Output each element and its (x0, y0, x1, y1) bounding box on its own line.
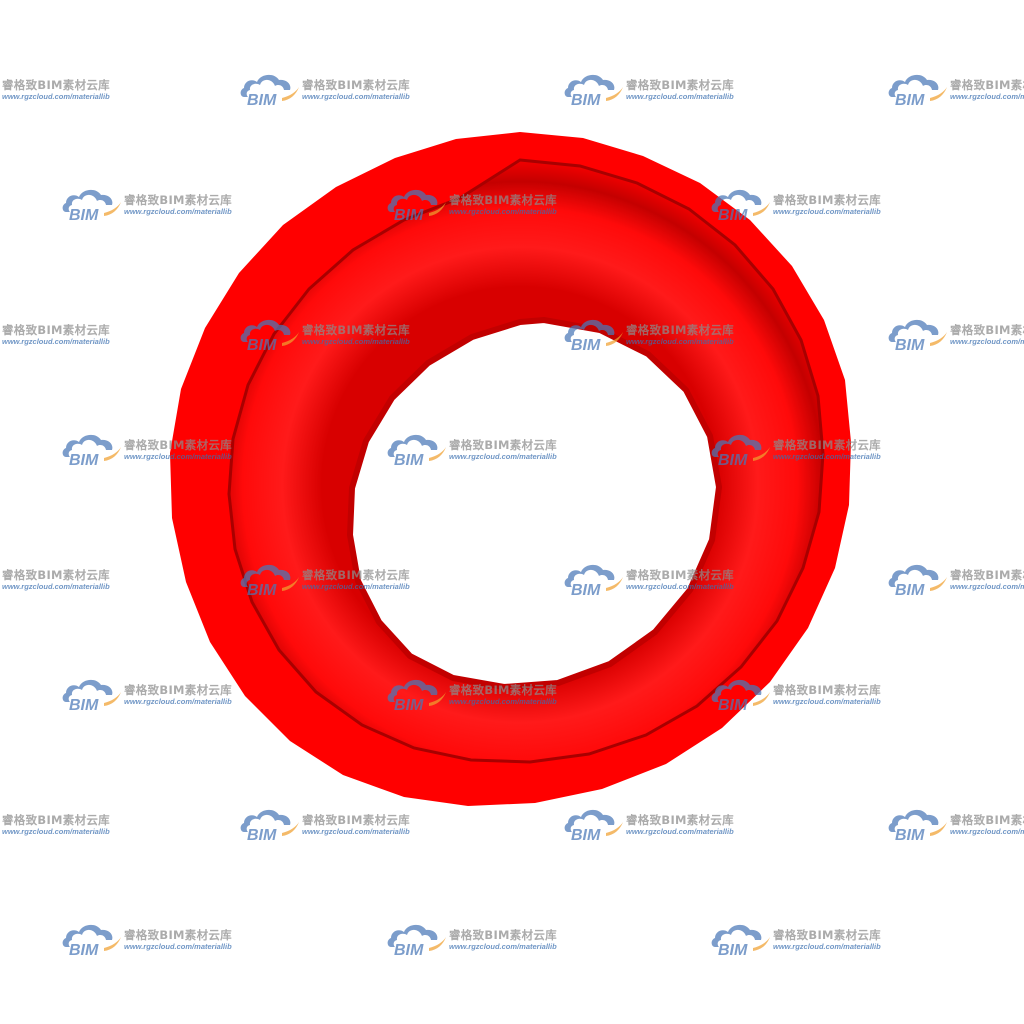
ring-hole-lip (347, 317, 722, 690)
ring-center-hole (355, 324, 715, 682)
ring-rim-edge (227, 158, 825, 764)
